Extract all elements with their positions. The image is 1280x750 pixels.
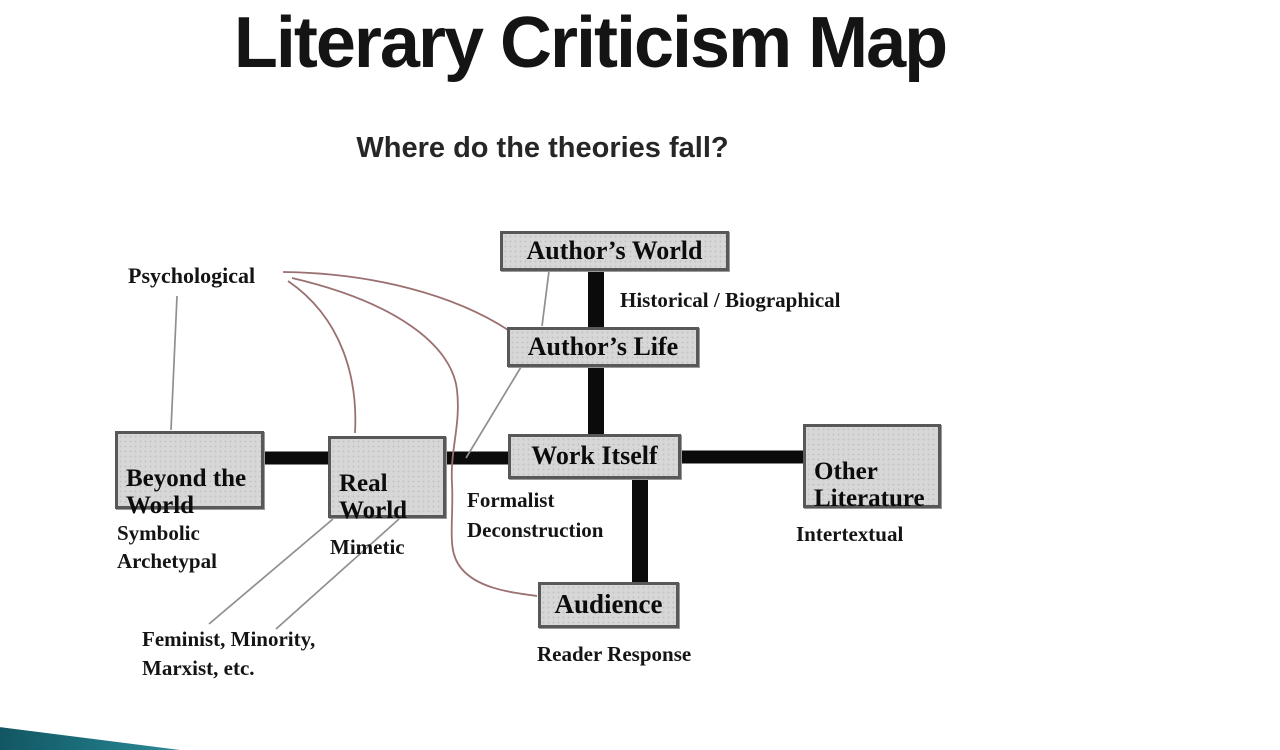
theory-label-symbolic-archetypal: Symbolic Archetypal (117, 521, 217, 573)
theory-label-mimetic: Mimetic (330, 535, 405, 559)
node-audience: Audience (538, 582, 679, 628)
theory-label-formalist-deconstruction: Formalist Deconstruction (467, 488, 604, 543)
theory-label-feminist-minority-marxist: Feminist, Minority, Marxist, etc. (142, 627, 316, 681)
node-work-itself: Work Itself (508, 434, 681, 479)
theory-label-reader-response: Reader Response (537, 642, 692, 666)
theory-label-psychological: Psychological (128, 263, 256, 288)
node-real-world: Real World (328, 436, 446, 524)
theory-label-intertextual: Intertextual (796, 522, 904, 546)
node-authors-world: Author’s World (500, 231, 729, 271)
node-other-literature: Other Literature (803, 424, 941, 512)
node-beyond-the-world-label: Beyond the World (126, 465, 247, 519)
line-psychological-beyond-world (170, 295, 178, 431)
curve-psychological-real-world (287, 280, 357, 434)
slide-title: Literary Criticism Map (233, 3, 948, 83)
node-authors-life-label: Author’s Life (527, 331, 679, 361)
node-authors-life: Author’s Life (507, 327, 699, 367)
slide-subtitle: Where do the theories fall? (356, 132, 729, 164)
line-real-world-feminist-1 (208, 518, 334, 625)
line-authors-life-junction (465, 366, 522, 459)
theory-label-historical-biographical: Historical / Biographical (620, 288, 841, 312)
node-work-itself-label: Work Itself (531, 441, 658, 471)
curve-psychological-authors-life (282, 271, 518, 337)
line-authors-world-authors-life (541, 270, 550, 327)
node-other-literature-label: Other Literature (814, 458, 925, 512)
curve-psychological-audience (291, 277, 538, 597)
node-audience-label: Audience (554, 589, 663, 620)
node-real-world-label: Real World (339, 470, 408, 524)
line-real-world-feminist-2 (275, 518, 400, 630)
node-authors-world-label: Author’s World (526, 235, 703, 265)
node-beyond-the-world: Beyond the World (115, 431, 264, 519)
